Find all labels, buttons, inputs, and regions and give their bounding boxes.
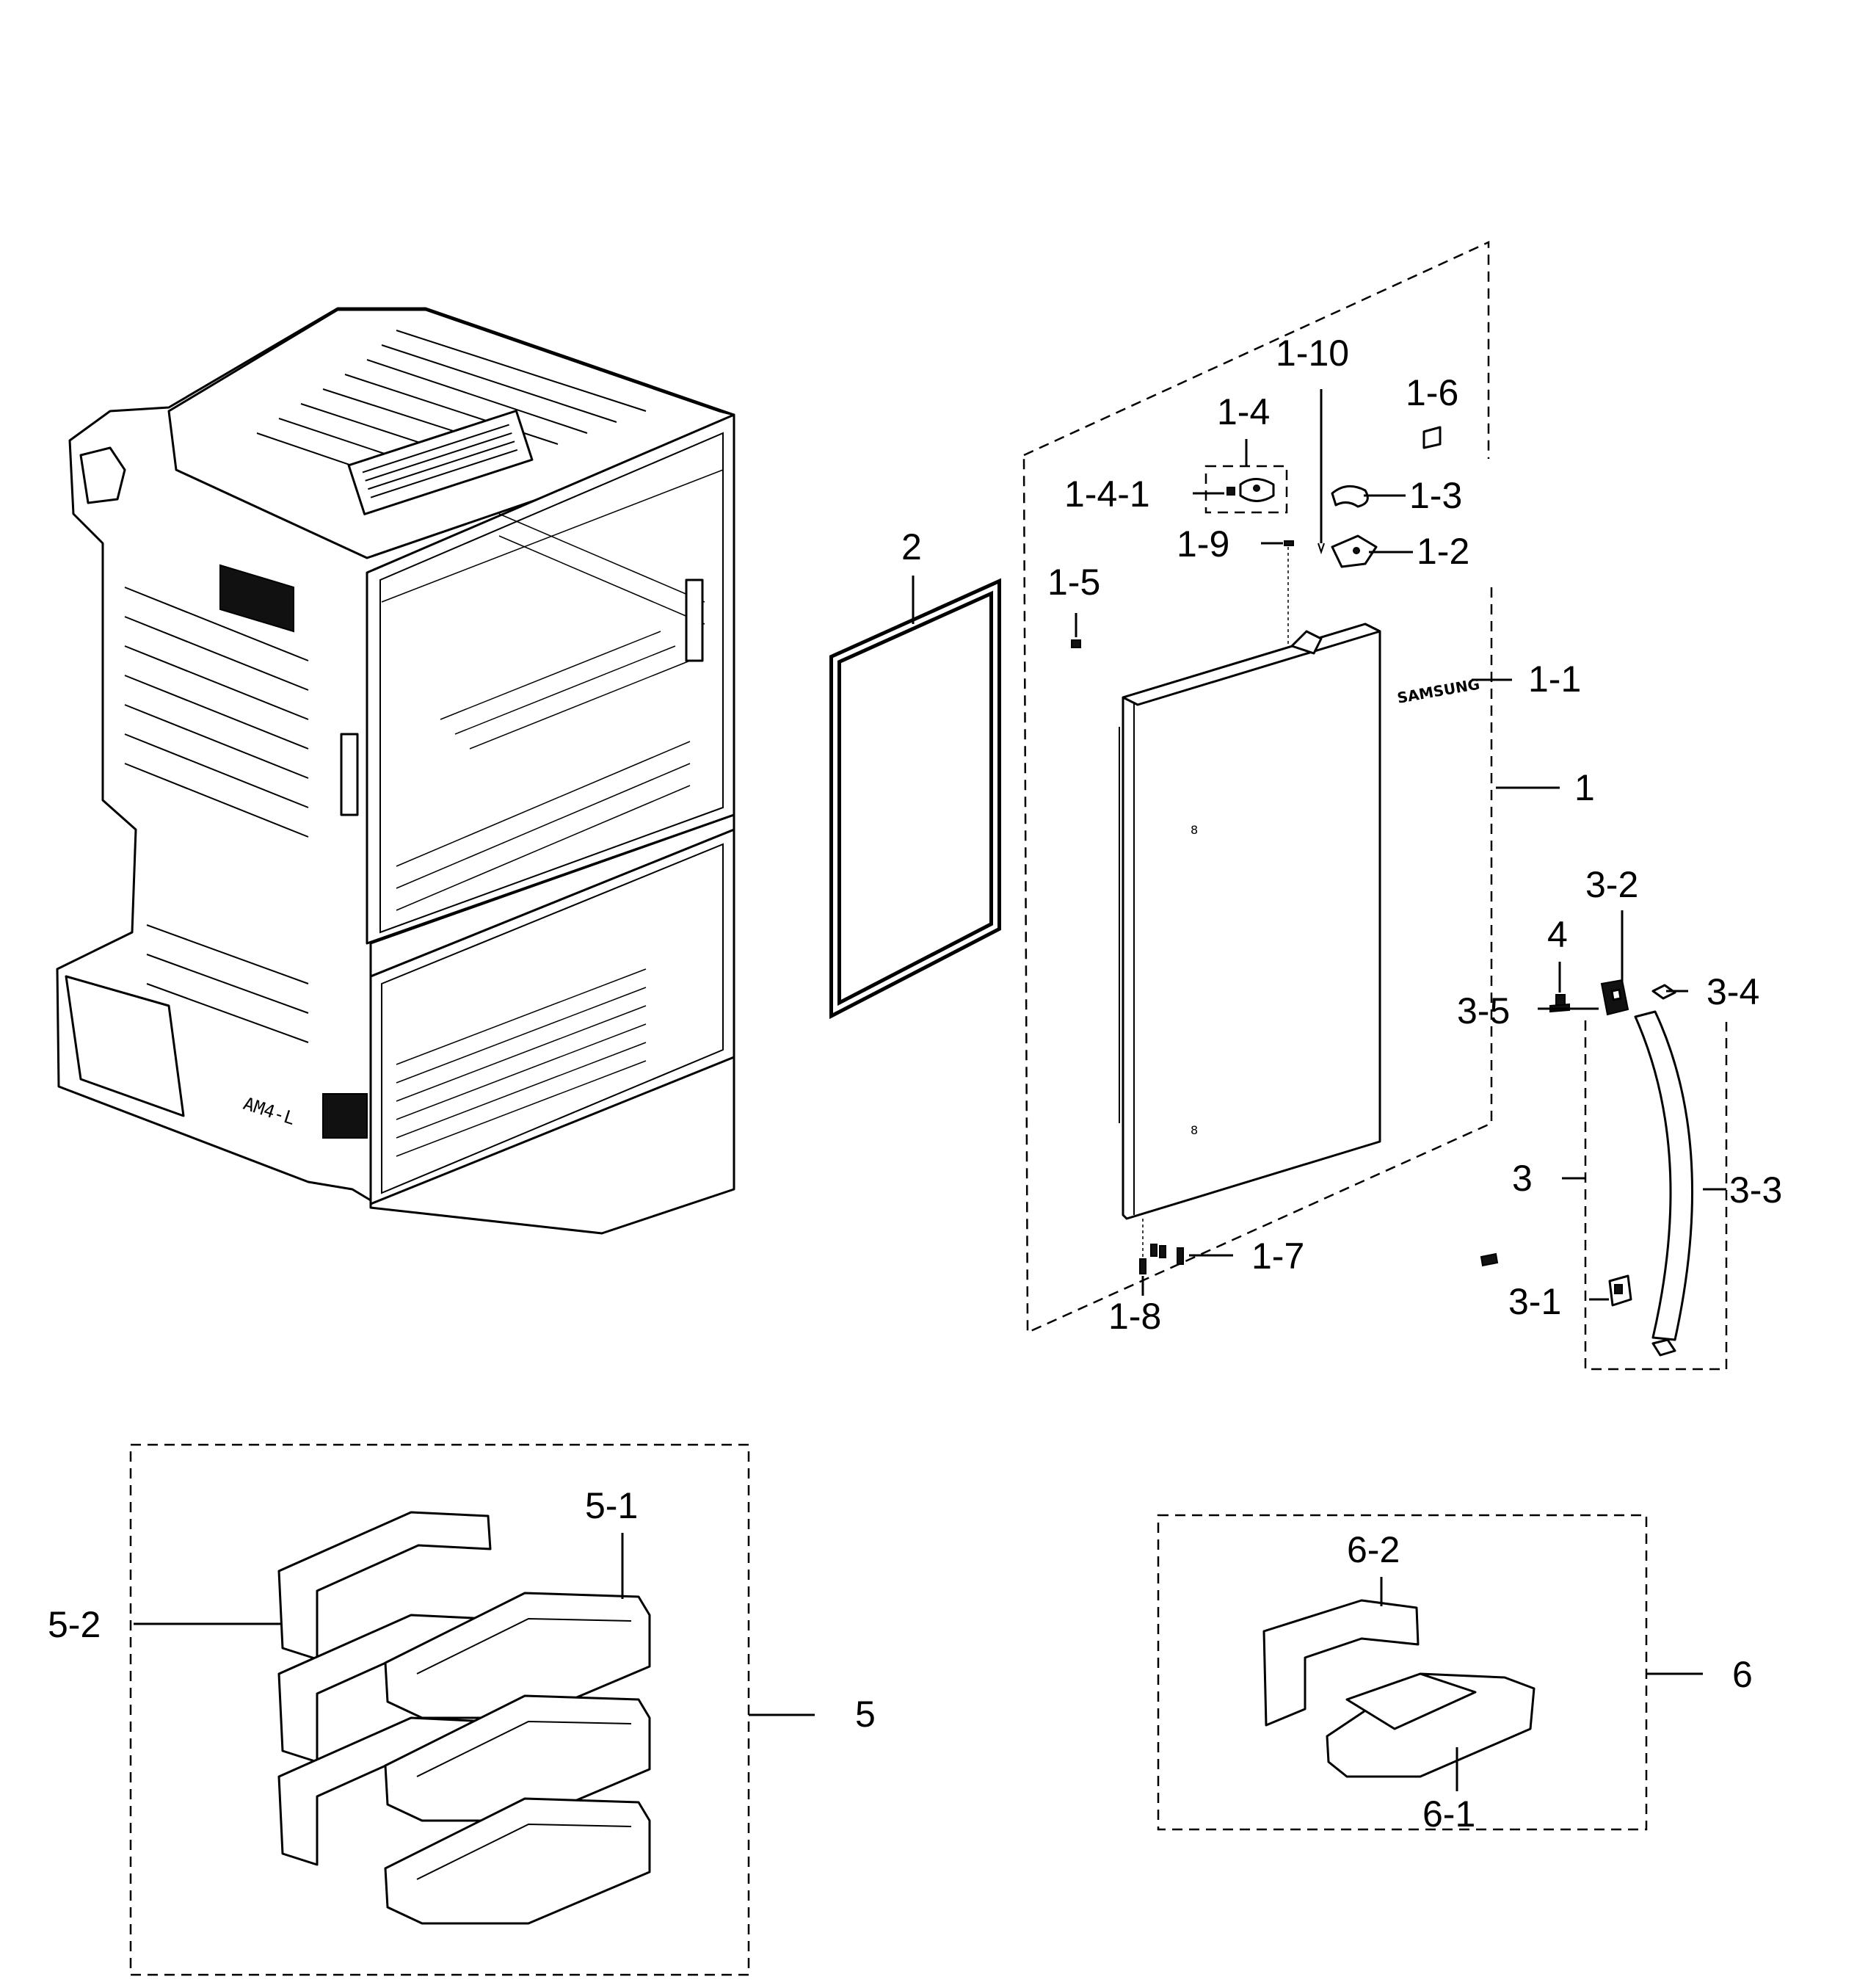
door-part-1-6 <box>1422 426 1442 449</box>
callout-3-4: 3-4 <box>1707 971 1759 1012</box>
callout-1-2: 1-2 <box>1417 531 1469 572</box>
hinge-cover <box>1331 485 1369 508</box>
callout-1-5: 1-5 <box>1047 562 1100 603</box>
callout-5: 5 <box>855 1694 876 1735</box>
callout-1: 1 <box>1574 767 1595 808</box>
callout-4: 4 <box>1547 914 1568 955</box>
door-gasket <box>829 578 1001 1020</box>
callout-1-7: 1-7 <box>1251 1236 1304 1277</box>
callout-5-1: 5-1 <box>585 1485 638 1526</box>
callout-3-3: 3-3 <box>1729 1169 1782 1211</box>
callout-3-2: 3-2 <box>1585 864 1638 905</box>
handle-assembly-boundary <box>1584 1020 1728 1371</box>
small-bin-boundary <box>1157 1514 1648 1831</box>
callout-1-4: 1-4 <box>1217 391 1270 432</box>
callout-1-3: 1-3 <box>1409 475 1462 516</box>
callout-1-10: 1-10 <box>1276 333 1349 374</box>
svg-text:8: 8 <box>1191 1123 1198 1137</box>
callout-6-1: 6-1 <box>1422 1793 1475 1835</box>
lower-hinge-screws <box>1139 1244 1184 1274</box>
handle-end-cap-top <box>1651 984 1676 1000</box>
door-cap-1-5 <box>1071 639 1081 648</box>
refrigerator-cabinet: AM4-L <box>56 307 735 1235</box>
upper-hinge <box>1331 534 1378 568</box>
svg-text:8: 8 <box>1191 823 1198 837</box>
callout-5-2: 5-2 <box>48 1604 101 1645</box>
door-bins-boundary <box>129 1443 750 1976</box>
door-handle <box>1634 1010 1694 1341</box>
callout-1-6: 1-6 <box>1406 372 1458 413</box>
handle-mount-lower <box>1608 1274 1632 1307</box>
callout-3-1: 3-1 <box>1508 1281 1561 1322</box>
hinge-pin-1-9 <box>1284 540 1294 546</box>
hinge-cap-screw <box>1226 487 1235 496</box>
callout-1-1: 1-1 <box>1528 659 1581 700</box>
callout-3: 3 <box>1512 1158 1533 1199</box>
callout-6: 6 <box>1732 1654 1753 1695</box>
small-door-bins <box>1262 1599 1536 1778</box>
callout-1-8: 1-8 <box>1108 1296 1161 1337</box>
callout-1-4-1: 1-4-1 <box>1064 474 1150 515</box>
callout-6-2: 6-2 <box>1347 1529 1400 1570</box>
callout-2: 2 <box>901 526 922 567</box>
door-logo: SAMSUNG <box>1396 675 1481 707</box>
callout-1-9: 1-9 <box>1177 523 1229 565</box>
hinge-cap <box>1239 478 1275 502</box>
refrigerator-door: 8 8 <box>1119 623 1381 1220</box>
door-assembly-boundary <box>1022 241 1493 1334</box>
handle-screw-lower <box>1480 1252 1499 1267</box>
handle-mount-upper <box>1600 979 1629 1016</box>
callout-3-5: 3-5 <box>1457 990 1510 1031</box>
door-bins <box>277 1511 651 1925</box>
handle-end-cap-bottom <box>1651 1338 1676 1357</box>
